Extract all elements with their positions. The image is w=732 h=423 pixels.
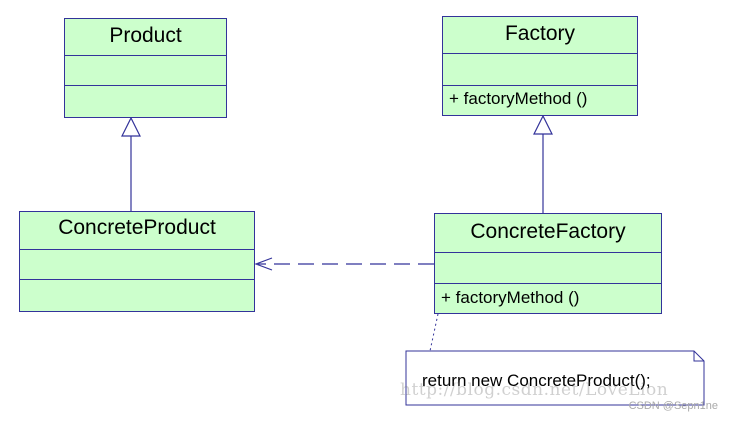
class-concrete-factory-divider-2 <box>435 283 661 284</box>
watermark-credit: CSDN @Sepn1ne <box>628 400 718 412</box>
class-concrete-factory: ConcreteFactory + factoryMethod () <box>434 213 662 314</box>
class-concrete-product: ConcreteProduct <box>19 211 255 312</box>
class-factory-divider-2 <box>443 85 637 86</box>
watermark-url: http://blog.csdn.net/LoveLion <box>400 380 669 400</box>
class-concrete-product-name: ConcreteProduct <box>58 216 216 239</box>
class-concrete-factory-name: ConcreteFactory <box>470 220 626 243</box>
class-factory: Factory + factoryMethod () <box>442 16 638 116</box>
class-product-divider-2 <box>65 85 226 86</box>
class-product-divider-1 <box>65 55 226 56</box>
code-note-text: return new ConcreteProduct(); <box>422 371 651 390</box>
class-product: Product <box>64 18 227 118</box>
code-note: return new ConcreteProduct(); <box>406 351 704 405</box>
note-fold <box>693 351 704 362</box>
class-concrete-factory-divider-1 <box>435 252 661 253</box>
class-concrete-product-divider-2 <box>20 279 254 280</box>
class-factory-name: Factory <box>504 22 575 45</box>
note-anchor-line <box>429 313 439 352</box>
class-product-name: Product <box>109 24 182 47</box>
class-factory-divider-1 <box>443 53 637 54</box>
generalization-arrowhead-product <box>121 116 141 137</box>
dependency-arrowhead <box>254 257 273 271</box>
note-shape <box>405 350 705 406</box>
class-concrete-product-divider-1 <box>20 249 254 250</box>
generalization-arrowhead-factory <box>533 114 553 135</box>
class-factory-operation: + factoryMethod () <box>449 89 588 108</box>
class-concrete-factory-operation: + factoryMethod () <box>441 288 580 307</box>
